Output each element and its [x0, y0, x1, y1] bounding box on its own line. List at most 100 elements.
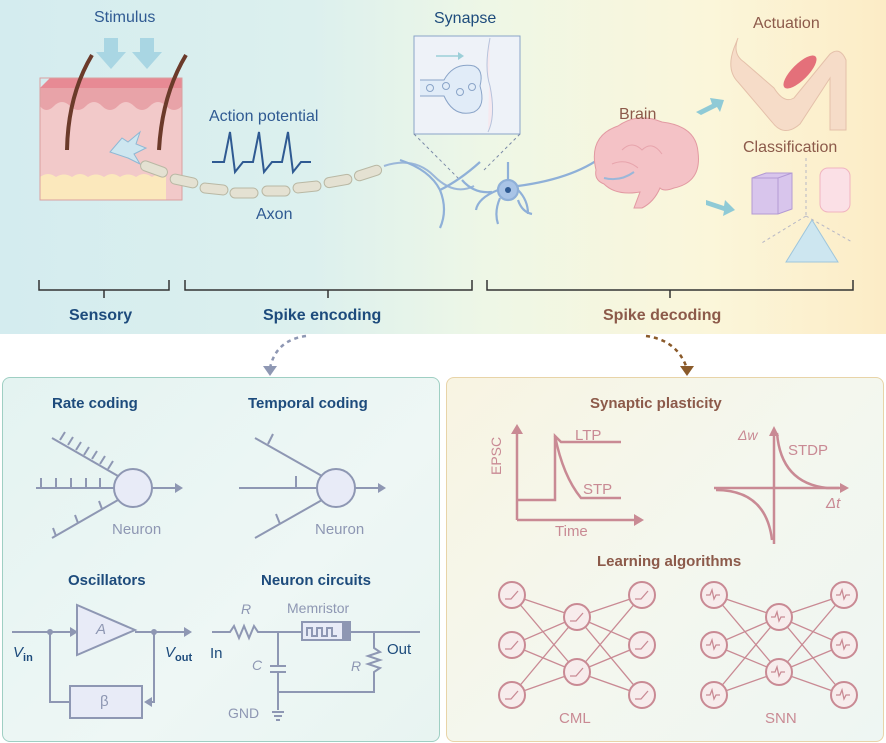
gnd-label: GND — [228, 705, 260, 721]
network-node — [830, 631, 858, 659]
neuron-circuit — [212, 621, 420, 721]
synapse-inset — [413, 35, 521, 181]
capacitor-label: C — [252, 657, 263, 673]
brackets — [38, 280, 854, 298]
temporal-coding-diagram — [239, 433, 381, 539]
oscillators-title: Oscillators — [68, 572, 146, 589]
spike-activation-icon — [836, 637, 850, 651]
epsc-axis-label: EPSC — [488, 436, 504, 475]
network-connection — [778, 594, 845, 673]
relu-activation-icon — [505, 640, 519, 650]
relu-activation-icon — [505, 590, 519, 600]
learning-algorithms-title: Learning algorithms — [597, 553, 742, 570]
stdp-plot — [714, 432, 842, 544]
vin-label: Vin — [13, 644, 33, 664]
ltp-label: LTP — [575, 427, 602, 444]
network-node — [498, 631, 526, 659]
temporal-coding-title: Temporal coding — [248, 395, 368, 412]
network-node — [830, 581, 858, 609]
actuation-arrow-icon — [696, 98, 724, 115]
action-potential-label: Action potential — [209, 108, 319, 125]
network-node — [628, 631, 656, 659]
network-node — [700, 631, 728, 659]
actuation-arm-illustration — [730, 37, 847, 131]
vout-main: V — [165, 644, 176, 661]
relu-activation-icon — [635, 690, 649, 700]
rate-coding-output-arrow — [175, 483, 183, 493]
rate-coding-diagram — [36, 431, 178, 539]
spike-encoding-label: Spike encoding — [263, 307, 382, 324]
vin-main: V — [13, 644, 24, 661]
in-label: In — [210, 645, 223, 662]
relu-activation-icon — [635, 640, 649, 650]
spike-activation-icon — [836, 587, 850, 601]
network-node — [498, 581, 526, 609]
relu-activation-icon — [505, 690, 519, 700]
epsc-plot — [515, 432, 637, 522]
network-node — [765, 603, 793, 631]
network-connection — [511, 594, 578, 673]
neuron-circuits-title: Neuron circuits — [261, 572, 372, 589]
spike-activation-icon — [706, 637, 720, 651]
spike-activation-icon — [771, 609, 785, 623]
memristor-label: Memristor — [287, 600, 350, 616]
spike-activation-icon — [706, 587, 720, 601]
resistor2-label: R — [351, 658, 362, 674]
amplifier-label: A — [96, 621, 107, 638]
network-node — [628, 581, 656, 609]
brain-illustration — [593, 117, 699, 209]
skin-illustration — [39, 53, 188, 201]
network-connection — [713, 594, 780, 673]
feedback-beta-label: β — [100, 693, 109, 710]
decoding-link-arrow — [645, 334, 688, 367]
spike-activation-icon — [771, 664, 785, 678]
network-node — [765, 658, 793, 686]
network-node — [700, 681, 728, 709]
vin-sub: in — [23, 652, 33, 664]
rate-coding-title: Rate coding — [52, 395, 138, 412]
cml-label: CML — [559, 710, 591, 727]
relu-activation-icon — [635, 590, 649, 600]
spike-decoding-bracket — [486, 280, 854, 298]
classification-shapes — [751, 158, 853, 263]
resistor1-label: R — [241, 601, 252, 617]
time-axis-label: Time — [555, 523, 588, 540]
sensory-bracket — [38, 280, 170, 298]
network-node — [628, 681, 656, 709]
cml-network — [498, 581, 656, 709]
oscillator-circuit — [12, 603, 188, 719]
actuation-label: Actuation — [753, 15, 820, 32]
delta-w-label: Δw — [738, 427, 758, 443]
snn-network — [700, 581, 858, 709]
classification-arrow-icon — [706, 200, 735, 216]
sensory-label: Sensory — [69, 307, 133, 324]
network-node — [563, 603, 591, 631]
network-node — [563, 658, 591, 686]
stp-label: STP — [583, 481, 613, 498]
spike-activation-icon — [836, 687, 850, 701]
vout-label: Vout — [165, 644, 192, 664]
spike-encoding-panel — [2, 377, 440, 742]
synaptic-plasticity-title: Synaptic plasticity — [590, 395, 722, 412]
network-node — [830, 681, 858, 709]
vout-sub: out — [175, 652, 193, 664]
spike-encoding-bracket — [184, 280, 473, 298]
temporal-coding-neuron-label: Neuron — [315, 521, 365, 538]
temporal-coding-output-arrow — [378, 483, 386, 493]
stimulus-label: Stimulus — [94, 9, 156, 26]
spike-decoding-label: Spike decoding — [603, 307, 722, 324]
brain-label: Brain — [619, 106, 657, 123]
relu-activation-icon — [570, 667, 584, 677]
network-connection — [576, 616, 643, 696]
out-label: Out — [387, 641, 412, 658]
network-node — [700, 581, 728, 609]
rate-coding-neuron-label: Neuron — [112, 521, 162, 538]
snn-label: SNN — [765, 710, 797, 727]
network-connection — [713, 616, 780, 696]
network-connection — [576, 594, 643, 673]
action-potential-waveform — [212, 131, 311, 175]
classification-label: Classification — [743, 139, 838, 156]
delta-t-label: Δt — [826, 495, 841, 512]
spike-decoding-panel — [446, 377, 884, 742]
